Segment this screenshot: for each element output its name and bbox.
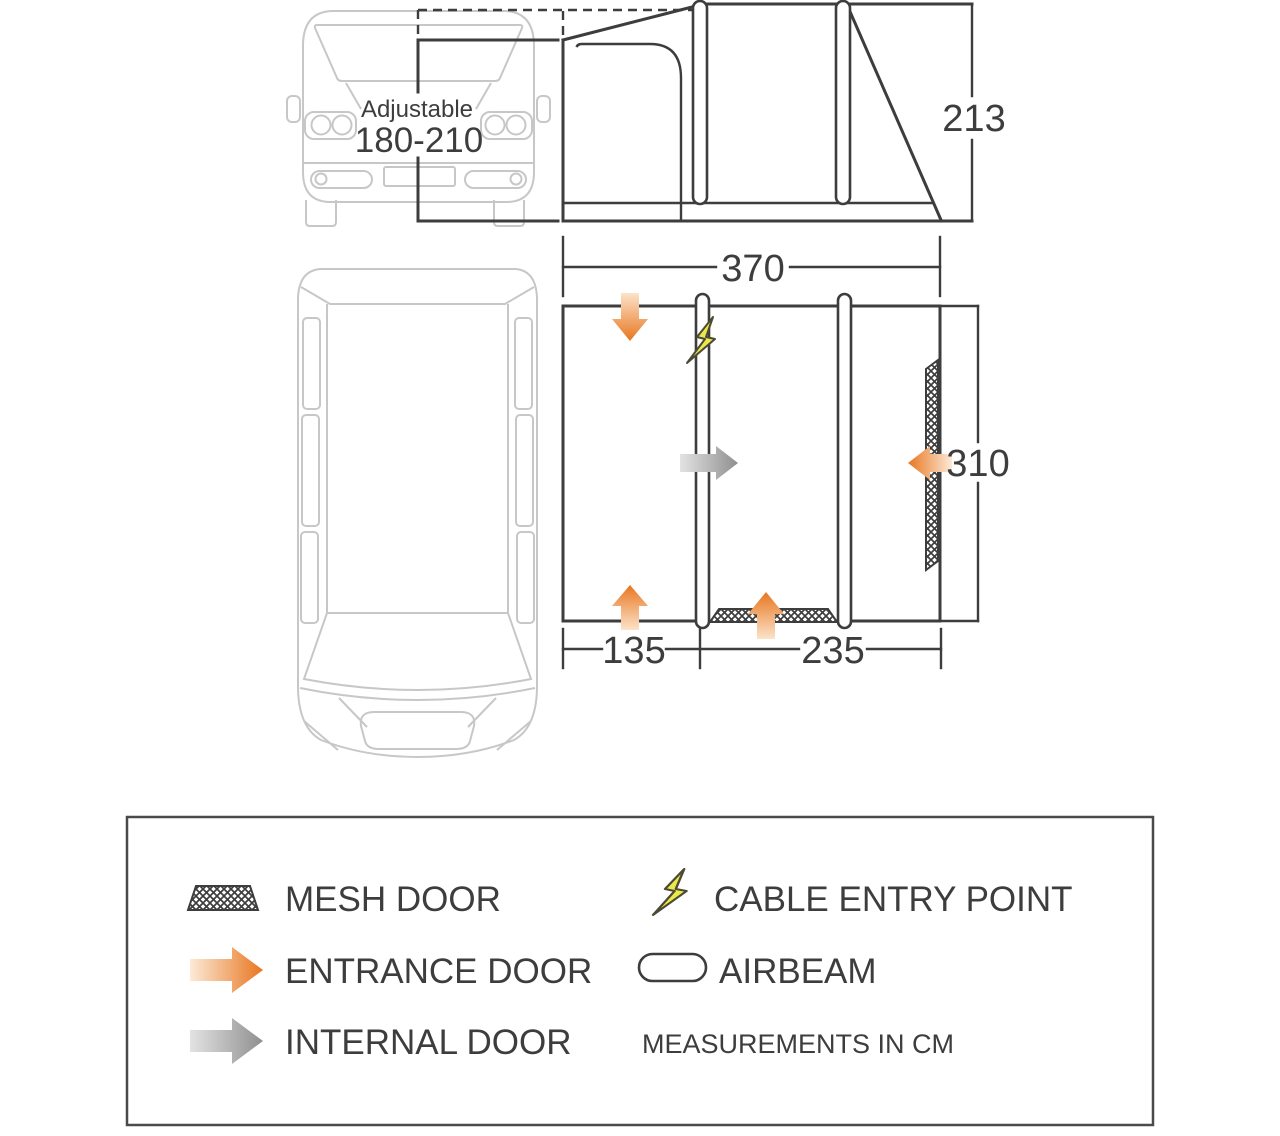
floor-plan-outline	[561, 304, 942, 623]
internal-door-arrow	[680, 446, 738, 480]
legend: MESH DOOR ENTRANCE DOOR INTERNAL DOOR CA…	[125, 815, 1155, 1127]
van-mirror-right	[536, 95, 551, 123]
lightning-icon	[651, 868, 688, 916]
legend-label-internal-door: INTERNAL DOOR	[285, 1023, 572, 1062]
cable-entry-point-icon	[686, 316, 716, 364]
dimension-213: 213	[942, 2, 1006, 223]
entrance-arrow-right	[908, 446, 952, 480]
legend-label-entrance-door: ENTRANCE DOOR	[285, 952, 592, 991]
dim-310-value: 310	[946, 443, 1009, 485]
dim-135-value: 135	[602, 630, 665, 672]
adjustable-range-label: 180-210	[355, 121, 483, 160]
entrance-arrow-top	[612, 293, 648, 341]
awning-side-rear-slope	[846, 5, 943, 222]
van-top-body	[297, 268, 538, 759]
van-top-windshield	[302, 612, 533, 691]
mesh-door-icon	[186, 885, 260, 911]
airbeam-plan-2	[836, 292, 853, 630]
van-foglight-right	[509, 172, 523, 186]
van-front-windshield	[313, 24, 524, 82]
van-top-bumper-corner-left	[303, 720, 339, 751]
van-top-grille	[359, 711, 476, 750]
dimension-135-235: 135 235	[561, 627, 943, 672]
wiper-left-icon	[345, 82, 362, 110]
van-top-window-right2	[515, 414, 534, 527]
van-top-rear-window	[300, 286, 535, 305]
van-top-bumper-corner-right	[496, 720, 532, 751]
van-top-window-right1	[514, 317, 533, 410]
legend-measurements-note: MEASUREMENTS IN CM	[642, 1029, 954, 1059]
wiper-right-icon	[475, 82, 492, 110]
dimension-310: 310	[946, 304, 1010, 623]
van-front-wheel-right	[493, 200, 525, 227]
van-headlamp-right	[480, 111, 533, 140]
airbeam-pill-icon	[637, 952, 708, 983]
awning-side-roof-slope	[561, 4, 698, 42]
awning-side-door-outline	[575, 42, 683, 223]
legend-lightning-shape	[651, 868, 688, 916]
van-front-wheel-left	[305, 200, 337, 227]
awning-floor-plan	[561, 292, 980, 639]
dim-235-value: 235	[801, 630, 864, 672]
van-front-body	[302, 10, 535, 203]
entrance-arrow-bottom-middle	[748, 592, 784, 639]
awning-side-view	[416, 0, 974, 223]
dim-370-value: 370	[721, 248, 784, 290]
van-top-view	[297, 268, 538, 759]
adjustable-height-bracket: Adjustable 180-210	[355, 38, 560, 223]
legend-label-cable-entry: CABLE ENTRY POINT	[714, 880, 1073, 919]
dimension-370: 370	[561, 235, 942, 298]
airbeam-side-1	[691, 0, 709, 206]
entrance-arrow-bottom-left	[612, 585, 648, 630]
van-top-cowl	[299, 687, 536, 701]
van-headlamp-right-bulb1	[484, 114, 506, 136]
van-bumper-vent-right	[464, 170, 527, 189]
legend-label-mesh-door: MESH DOOR	[285, 880, 501, 919]
entrance-arrow-icon	[190, 947, 263, 993]
van-headlamp-left-bulb2	[331, 114, 353, 136]
legend-label-airbeam: AIRBEAM	[719, 952, 877, 991]
van-top-window-left1	[302, 317, 321, 410]
van-top-window-left2	[301, 414, 320, 527]
van-foglight-left	[314, 172, 328, 186]
van-top-window-right3	[516, 531, 535, 624]
van-top-window-left3	[300, 531, 319, 624]
van-mirror-left	[286, 95, 301, 123]
van-bumper-vent-left	[310, 170, 373, 189]
dim-213-value: 213	[942, 98, 1005, 140]
van-headlamp-right-bulb2	[505, 114, 527, 136]
internal-arrow-icon	[190, 1018, 263, 1064]
van-top-headlight-right	[467, 697, 497, 728]
van-top-headlight-left	[338, 697, 368, 728]
lightning-icon	[686, 316, 716, 364]
van-front-view	[286, 10, 551, 227]
van-headlamp-left	[304, 111, 357, 140]
van-headlamp-left-bulb1	[310, 114, 332, 136]
airbeam-side-2	[834, 0, 852, 206]
adjustable-label: Adjustable	[361, 96, 473, 123]
